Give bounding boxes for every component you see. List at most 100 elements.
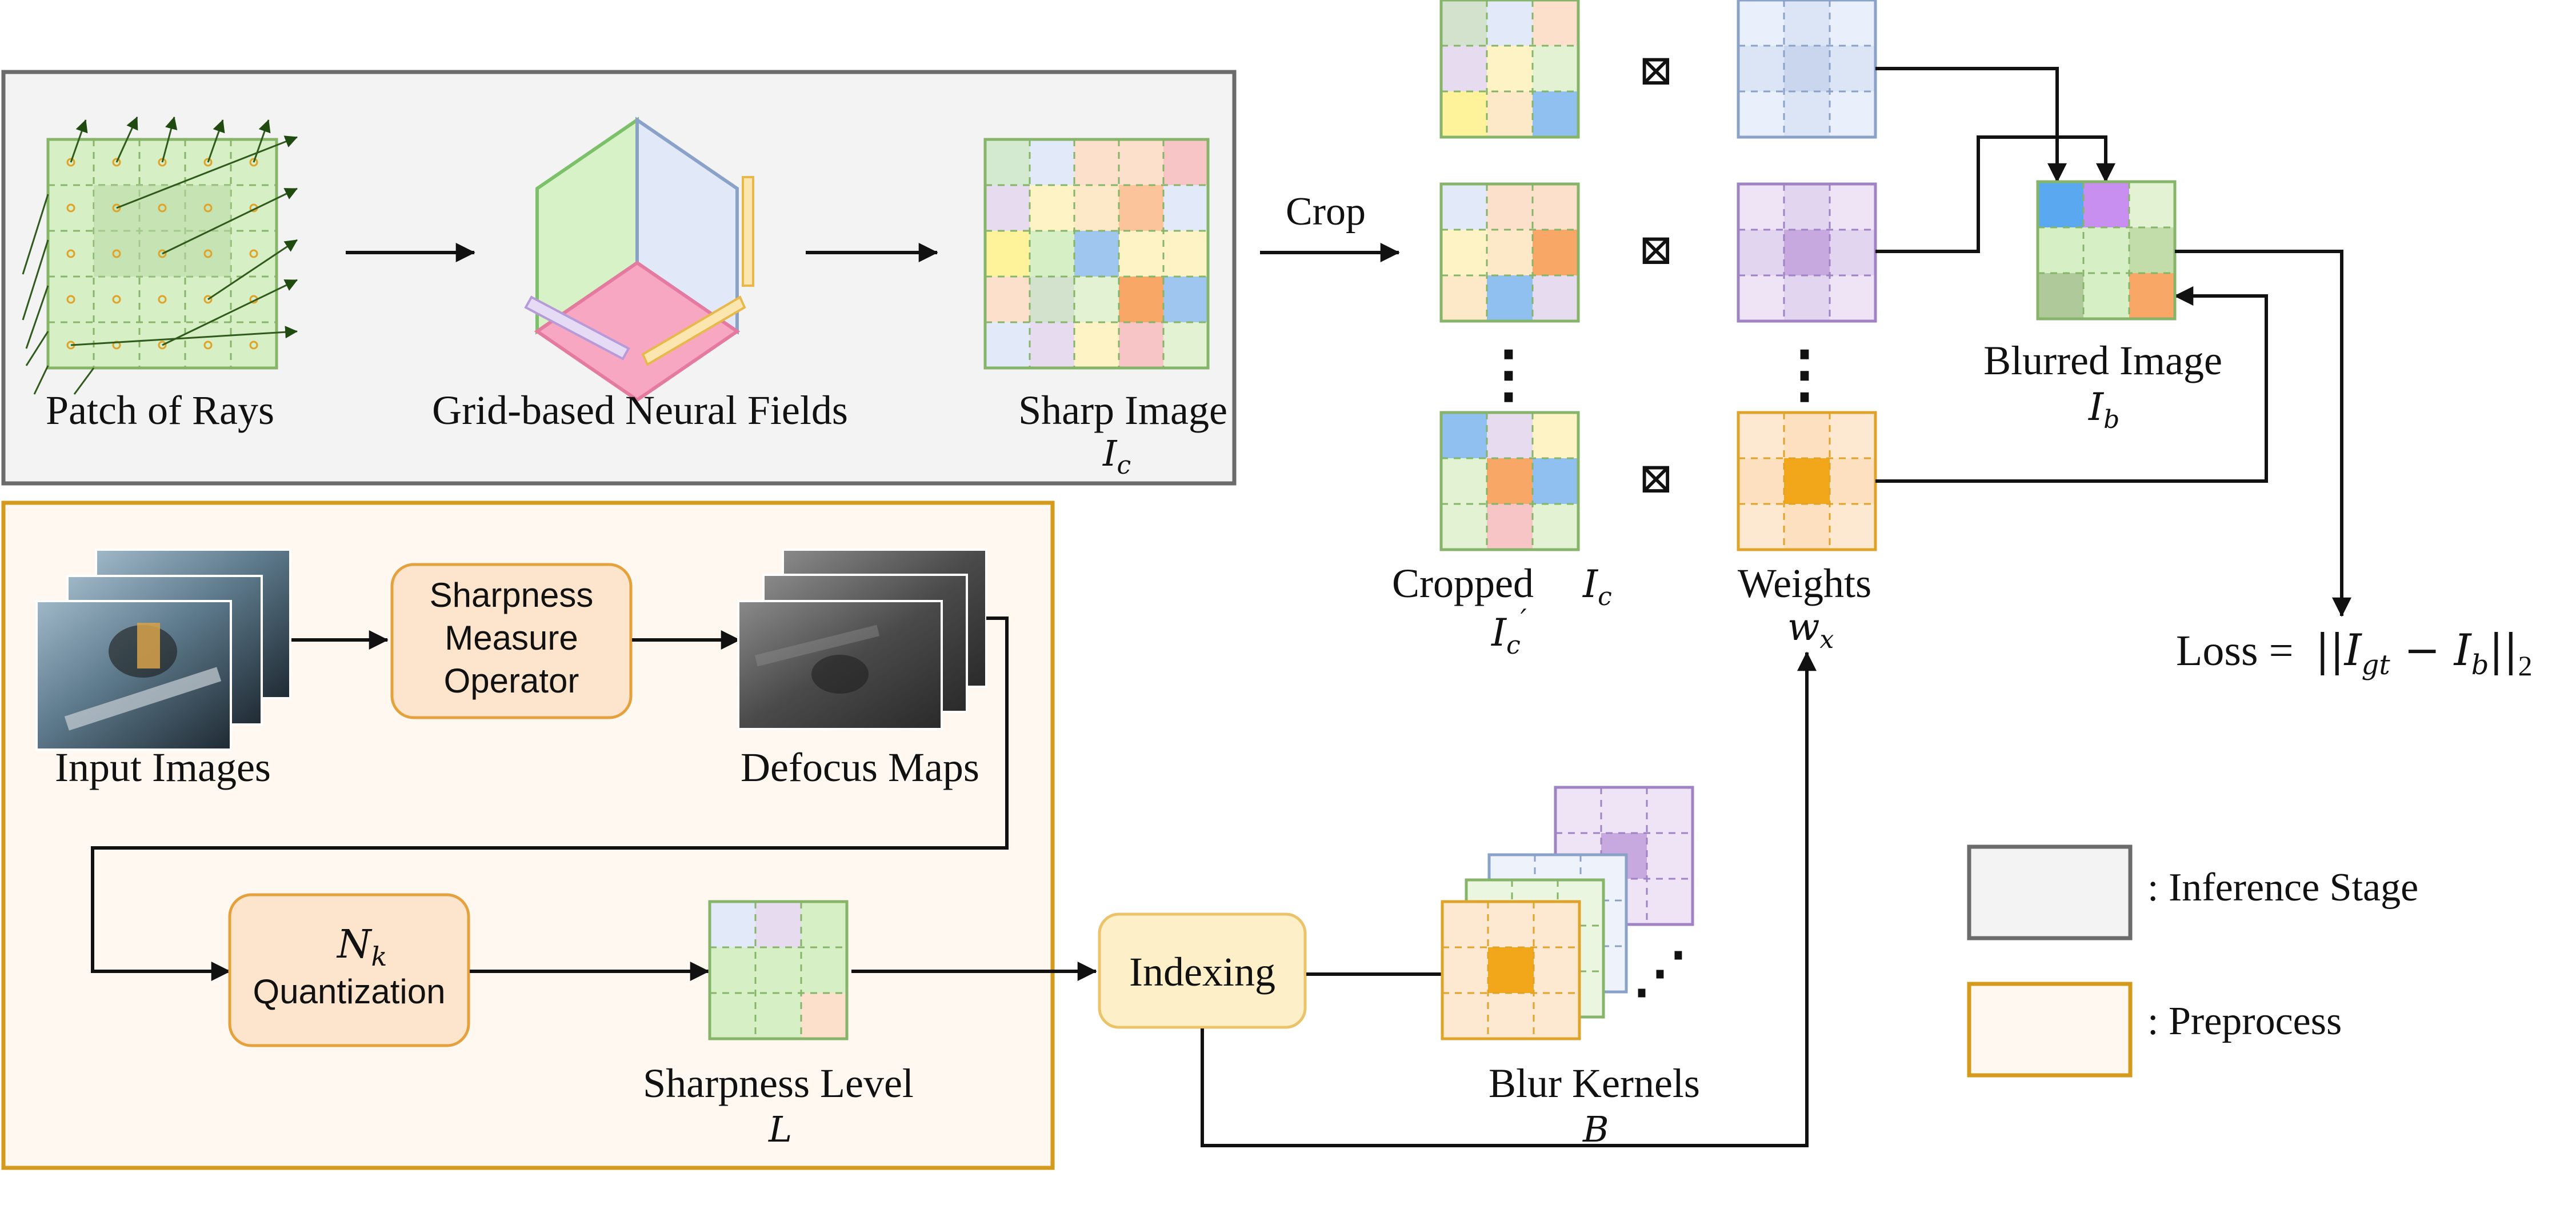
w2-cell bbox=[1738, 230, 1784, 275]
sharp-cell bbox=[1163, 185, 1208, 231]
weights-grid-purple bbox=[1737, 182, 1877, 323]
sharp-cell bbox=[985, 185, 1030, 231]
patch-cell bbox=[94, 322, 139, 368]
sharp-cell bbox=[1074, 277, 1119, 322]
cropped-symbol: Ic bbox=[1582, 562, 1612, 611]
blurred-image-symbol: Ib bbox=[2088, 385, 2119, 434]
blur-cell bbox=[2129, 227, 2175, 273]
multiply-sign-3: ⊠ bbox=[1638, 455, 1674, 502]
w1-cell bbox=[1784, 0, 1830, 46]
blurred-image-grid bbox=[2036, 180, 2177, 321]
blur-cell bbox=[2129, 182, 2175, 227]
crop3-cell bbox=[1441, 504, 1487, 550]
sharp-image-symbol: Ic bbox=[1102, 433, 1131, 480]
sharpness-level-label: Sharpness Level bbox=[643, 1060, 914, 1106]
kernels-hdots: ⋰ bbox=[1633, 942, 1687, 1003]
loss-equation: Loss =||Igt − Ib||2 bbox=[2176, 624, 2533, 682]
crop1-cell bbox=[1533, 46, 1578, 91]
sharp-cell bbox=[1074, 185, 1119, 231]
legend-preprocess-swatch bbox=[1967, 982, 2133, 1078]
sharp-image-label: Sharp Image bbox=[1018, 387, 1227, 433]
crop-label: Crop bbox=[1286, 190, 1366, 234]
sharp-cell bbox=[1030, 277, 1074, 322]
crop3-cell bbox=[1533, 458, 1578, 504]
blur-cell bbox=[2038, 227, 2083, 273]
sharp-cell bbox=[1119, 185, 1163, 231]
w1-cell bbox=[1738, 46, 1784, 91]
blur-kernels-symbol: B bbox=[1582, 1108, 1609, 1150]
w2-cell bbox=[1738, 184, 1784, 230]
patch-cell bbox=[231, 322, 277, 368]
blurred-image-label: Blurred Image bbox=[1983, 338, 2222, 383]
w2-cell bbox=[1784, 230, 1830, 275]
blur-cell bbox=[2083, 227, 2129, 273]
w2-cell bbox=[1738, 275, 1784, 321]
sharp-cell bbox=[1119, 322, 1163, 368]
crop2-cell bbox=[1441, 230, 1487, 275]
grid-neural-fields-label: Grid-based Neural Fields bbox=[432, 387, 848, 433]
arrow-weights1-to-blurred bbox=[1875, 67, 2067, 183]
sharp-cell bbox=[1119, 231, 1163, 277]
multiply-sign-2: ⊠ bbox=[1638, 227, 1674, 274]
level-cell bbox=[710, 902, 755, 947]
w3-cell bbox=[1784, 504, 1830, 550]
level-cell bbox=[801, 902, 847, 947]
crop3-cell bbox=[1487, 413, 1533, 458]
sharp-cell bbox=[1030, 322, 1074, 368]
sharp-cell bbox=[985, 139, 1030, 185]
crop2-cell bbox=[1441, 275, 1487, 321]
defocus-maps-stack bbox=[737, 549, 987, 730]
weights-grid-blue bbox=[1737, 0, 1877, 139]
w2-cell bbox=[1784, 275, 1830, 321]
blur-cell bbox=[2083, 273, 2129, 319]
sharp-cell bbox=[1163, 277, 1208, 322]
defocus-maps-label: Defocus Maps bbox=[741, 744, 979, 790]
w2-cell bbox=[1830, 230, 1875, 275]
sharpness-level-symbol: L bbox=[768, 1108, 792, 1150]
indexing-box bbox=[1098, 912, 1307, 1029]
level-cell bbox=[801, 947, 847, 993]
operator-line-2: Measure bbox=[445, 619, 578, 657]
crop2-cell bbox=[1533, 184, 1578, 230]
sharp-cell bbox=[1074, 139, 1119, 185]
sharpness-measure-operator-box bbox=[390, 563, 633, 719]
w2-cell bbox=[1784, 184, 1830, 230]
input-images-stack bbox=[35, 549, 291, 751]
legend-preprocess-label: : Preprocess bbox=[2147, 999, 2342, 1043]
crop1-cell bbox=[1533, 0, 1578, 46]
crop3-cell bbox=[1487, 504, 1533, 550]
weights-label: Weights bbox=[1738, 561, 1871, 606]
crop2-cell bbox=[1533, 275, 1578, 321]
crop1-cell bbox=[1441, 91, 1487, 137]
crop1-cell bbox=[1487, 91, 1533, 137]
w1-cell bbox=[1830, 0, 1875, 46]
crop3-cell bbox=[1441, 413, 1487, 458]
multiply-sign-1: ⊠ bbox=[1638, 47, 1674, 94]
w3-cell bbox=[1738, 413, 1784, 458]
sharp-cell bbox=[985, 322, 1030, 368]
patch-cell bbox=[48, 231, 94, 277]
crop1-cell bbox=[1533, 91, 1578, 137]
quantization-label: Quantization bbox=[253, 972, 446, 1011]
crop1-cell bbox=[1441, 0, 1487, 46]
sharp-cell bbox=[1163, 139, 1208, 185]
crop2-cell bbox=[1441, 184, 1487, 230]
level-cell bbox=[755, 993, 801, 1039]
sharp-cell bbox=[1074, 231, 1119, 277]
level-cell bbox=[755, 902, 801, 947]
w2-cell bbox=[1830, 184, 1875, 230]
sharp-cell bbox=[1119, 277, 1163, 322]
sharp-cell bbox=[1030, 231, 1074, 277]
w1-cell bbox=[1830, 46, 1875, 91]
w3-cell bbox=[1830, 458, 1875, 504]
arrow-weights2-to-blurred bbox=[1875, 135, 2115, 253]
blur-cell bbox=[2038, 273, 2083, 319]
w1-cell bbox=[1784, 91, 1830, 137]
patch-cell bbox=[94, 277, 139, 322]
sharp-cell bbox=[1119, 139, 1163, 185]
w3-cell bbox=[1784, 413, 1830, 458]
blur-cell bbox=[2038, 182, 2083, 227]
patch-cell bbox=[231, 277, 277, 322]
sharp-cell bbox=[1163, 231, 1208, 277]
